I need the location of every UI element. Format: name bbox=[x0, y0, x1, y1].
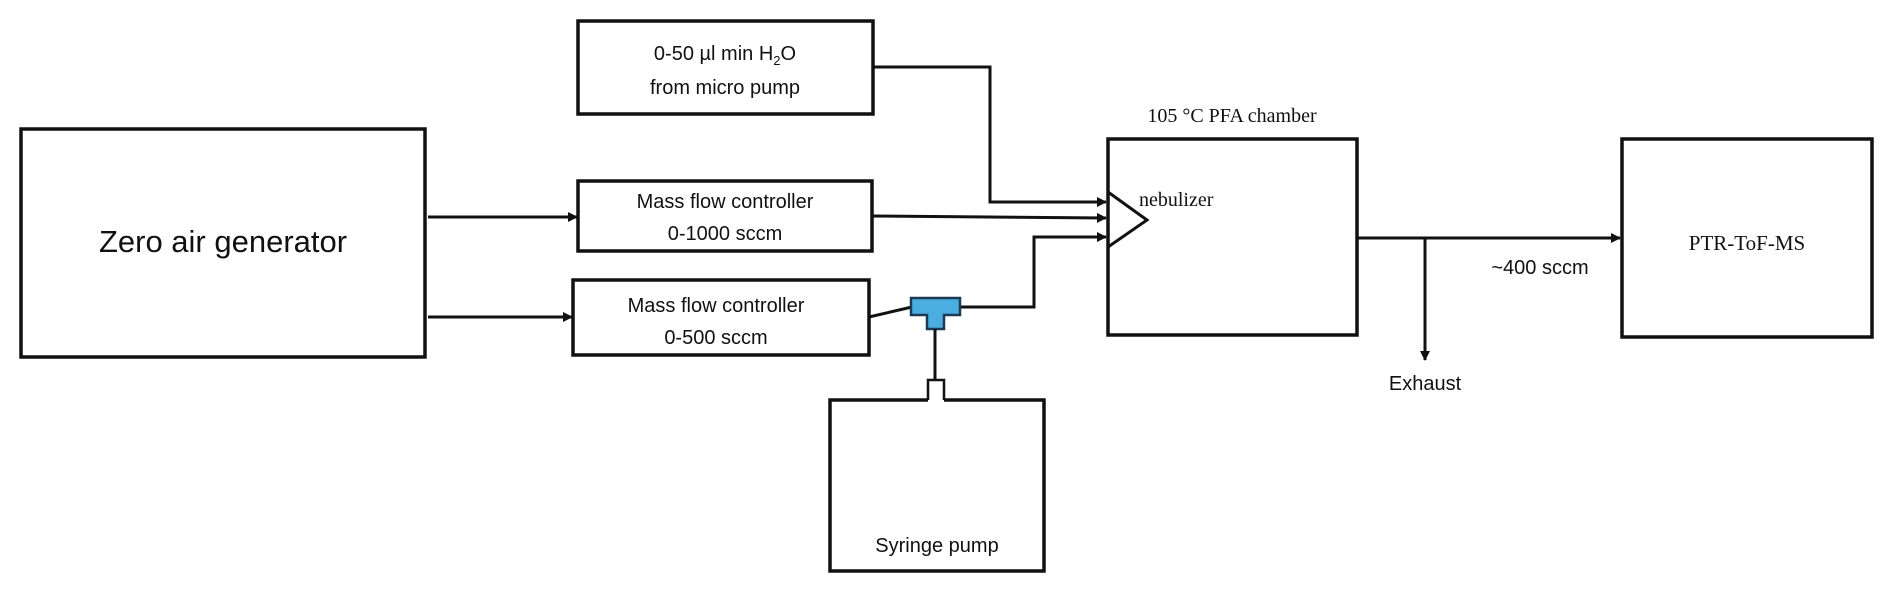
mfc1-label-line1: Mass flow controller bbox=[637, 191, 814, 213]
line-tee-to-nebulizer bbox=[960, 232, 1107, 309]
mass-flow-controller-1000: Mass flow controller 0-1000 sccm bbox=[576, 179, 874, 253]
syringe-pump-label: Syringe pump bbox=[875, 535, 998, 557]
syringe-pump-box: Syringe pump bbox=[828, 398, 1046, 573]
micro-pump-label-line2: from micro pump bbox=[650, 77, 800, 99]
micro-pump-label-line1: 0-50 µl min H2O bbox=[654, 43, 796, 68]
mass-flow-controller-500: Mass flow controller 0-500 sccm bbox=[571, 278, 871, 357]
line-mfc2-to-tee bbox=[868, 305, 913, 319]
micro-pump-box: 0-50 µl min H2O from micro pump bbox=[576, 19, 875, 116]
tee-fitting bbox=[909, 296, 962, 331]
exhaust-label: Exhaust bbox=[1389, 373, 1462, 395]
ptr-tof-ms-box: PTR-ToF-MS bbox=[1620, 137, 1874, 339]
pfa-chamber: 105 °C PFA chamber nebulizer bbox=[1106, 105, 1359, 337]
line-mfc1-to-nebulizer bbox=[871, 212, 1107, 223]
mfc2-label-line1: Mass flow controller bbox=[628, 295, 805, 317]
outlet-flow-label: ~400 sccm bbox=[1491, 257, 1588, 279]
zero-air-generator-box: Zero air generator bbox=[19, 127, 427, 359]
line-micro-pump-to-nebulizer bbox=[873, 65, 1107, 207]
mfc2-label-line2: 0-500 sccm bbox=[664, 327, 767, 349]
ptr-tof-ms-label: PTR-ToF-MS bbox=[1689, 231, 1805, 255]
mfc1-label-line2: 0-1000 sccm bbox=[668, 223, 783, 245]
nebulizer-icon bbox=[1107, 190, 1150, 249]
zero-air-generator-label: Zero air generator bbox=[99, 224, 347, 259]
nebulizer-label: nebulizer bbox=[1139, 189, 1214, 211]
chamber-title: 105 °C PFA chamber bbox=[1147, 105, 1317, 127]
